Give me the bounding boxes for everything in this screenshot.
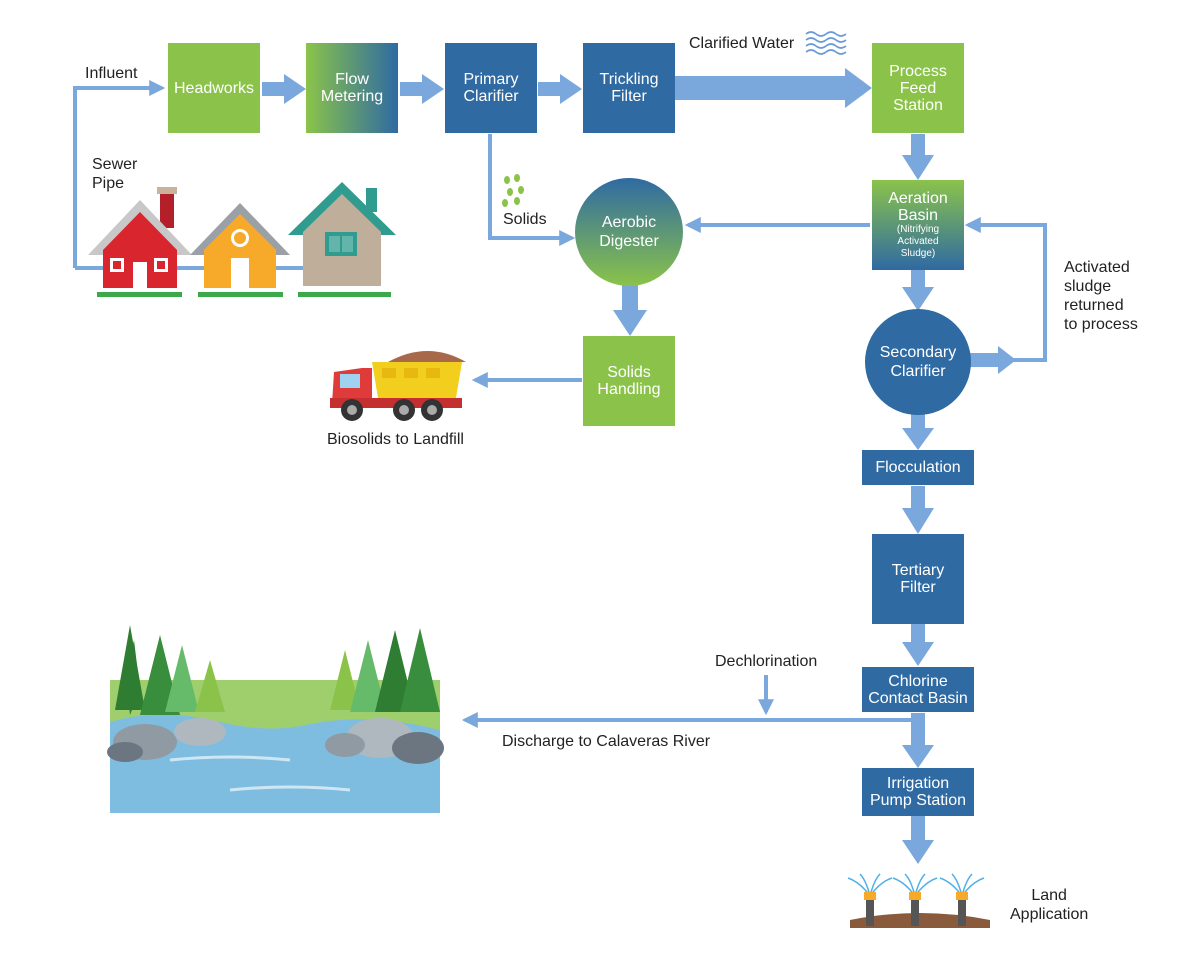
arrow-headworks-flow [262,74,306,104]
primary-clarifier-box: Primary Clarifier [445,43,537,133]
thick-arrows [262,68,1016,864]
process-feed-station-box: Process Feed Station [872,43,964,133]
arrow-floc-tertiary [902,486,934,534]
arrow-irrigation-land [902,816,934,864]
chlorine-contact-basin-box: Chlorine Contact Basin [862,667,974,712]
arrow-feed-aeration [902,134,934,180]
arrow-chlorine-irrigation [902,713,934,768]
sewer-pipe-label: Sewer Pipe [92,156,138,192]
house-icon [190,203,290,297]
aeration-basin-subtitle: (Nitrifying Activated Sludge) [896,224,940,259]
aeration-basin-box: Aeration Basin (Nitrifying Activated Slu… [872,180,964,270]
arrow-secondary-floc [902,414,934,450]
arrow-return-secondary [970,346,1016,374]
secondary-clarifier-fill [865,309,971,415]
aeration-basin-title: Aeration Basin [888,190,948,224]
irrigation-pump-station-box: Irrigation Pump Station [862,768,974,816]
biosolids-label: Biosolids to Landfill [327,431,464,448]
dump-truck-icon [330,351,466,421]
influent-label: Influent [85,65,138,82]
house-icon [88,187,192,297]
trickling-filter-box: Trickling Filter [583,43,675,133]
headworks-box: Headworks [168,43,260,133]
arrow-primary-trickling [538,74,582,104]
activated-sludge-label: Activated sludge returned to process [1064,259,1138,333]
arrow-digester-solids [613,280,647,336]
sprinkler-icon [847,873,990,928]
secondary-clarifier-circle: Secondary Clarifier [879,344,957,380]
solids-dots-icon [502,174,524,207]
dechlorination-label: Dechlorination [715,653,818,670]
water-waves-icon [805,31,847,55]
tertiary-filter-box: Tertiary Filter [872,534,964,624]
flocculation-box: Flocculation [862,450,974,485]
solids-label: Solids [503,211,547,228]
aerobic-digester-fill [575,178,683,286]
aerobic-digester-circle: Aerobic Digester [599,214,659,250]
discharge-label: Discharge to Calaveras River [502,733,711,750]
flow-metering-fill [306,43,398,133]
solids-handling-box: Solids Handling [583,336,675,426]
house-icon [288,182,396,297]
flow-metering-box: Flow Metering [320,71,384,105]
arrow-trickling-feed [675,68,872,108]
clarified-water-label: Clarified Water [689,35,795,52]
arrow-tertiary-chlorine [902,624,934,666]
arrow-flow-primary [400,74,444,104]
aeration-basin-fill [872,180,964,270]
river-landscape-icon [107,625,444,813]
arrow-aeration-secondary [902,270,934,311]
land-application-label: Land Application [1010,887,1089,923]
